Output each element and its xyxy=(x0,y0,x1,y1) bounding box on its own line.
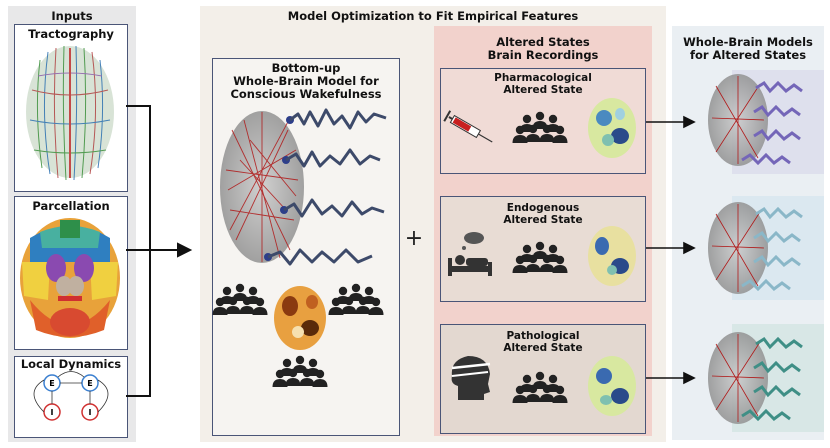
subjects-crowd-3 xyxy=(273,356,328,387)
inputs-connector xyxy=(126,105,193,397)
altered-title-1: Altered States xyxy=(496,35,590,49)
fc-brain-map xyxy=(274,286,326,350)
wakefulness-signals xyxy=(267,108,387,266)
state-endo-2: Altered State xyxy=(503,214,583,226)
state-patho-1: Pathological xyxy=(506,330,580,342)
patho-brain-map xyxy=(588,356,636,416)
model-title-1: Bottom-up xyxy=(271,61,341,75)
patho-crowd xyxy=(513,372,568,403)
subjects-crowd-2 xyxy=(329,284,384,315)
subjects-crowd-1 xyxy=(213,284,268,315)
models-title-2: for Altered States xyxy=(689,48,807,62)
endo-crowd xyxy=(513,242,568,273)
optimization-title: Model Optimization to Fit Empirical Feat… xyxy=(287,9,579,23)
model-title-2: Whole-Brain Model for xyxy=(233,74,379,88)
endo-model xyxy=(708,196,824,300)
injured-head-icon xyxy=(451,356,491,400)
endo-brain-map xyxy=(588,226,636,286)
i-node-text: I xyxy=(51,408,54,417)
wakefulness-brain xyxy=(220,111,304,263)
parcellation-label: Parcellation xyxy=(32,199,110,213)
parcellation-image xyxy=(20,218,120,338)
models-title-1: Whole-Brain Models xyxy=(683,35,813,49)
state-endo-1: Endogenous xyxy=(506,202,580,214)
pharma-crowd xyxy=(513,112,568,143)
sleep-bed-icon xyxy=(448,232,492,276)
tractography-image xyxy=(26,45,114,181)
i-node-text-2: I xyxy=(89,408,92,417)
altered-title-2: Brain Recordings xyxy=(487,48,599,62)
pharma-brain-map xyxy=(588,98,636,158)
patho-model xyxy=(708,324,824,432)
plus-sign: + xyxy=(404,226,424,251)
local-dynamics-box xyxy=(14,356,128,438)
e-node-text-2: E xyxy=(87,379,92,388)
model-arrows xyxy=(646,115,696,385)
state-patho-2: Altered State xyxy=(503,342,583,354)
local-dynamics-image: E E I I xyxy=(33,371,109,421)
state-pharma-2: Altered State xyxy=(503,84,583,96)
tractography-label: Tractography xyxy=(28,27,114,41)
inputs-title: Inputs xyxy=(51,9,93,23)
model-title-3: Conscious Wakefulness xyxy=(230,87,382,101)
e-node-text: E xyxy=(49,379,54,388)
syringe-icon xyxy=(443,110,493,143)
state-pharma-1: Pharmacological xyxy=(494,72,592,84)
pharma-model xyxy=(708,70,824,174)
local-dynamics-label: Local Dynamics xyxy=(20,357,122,371)
